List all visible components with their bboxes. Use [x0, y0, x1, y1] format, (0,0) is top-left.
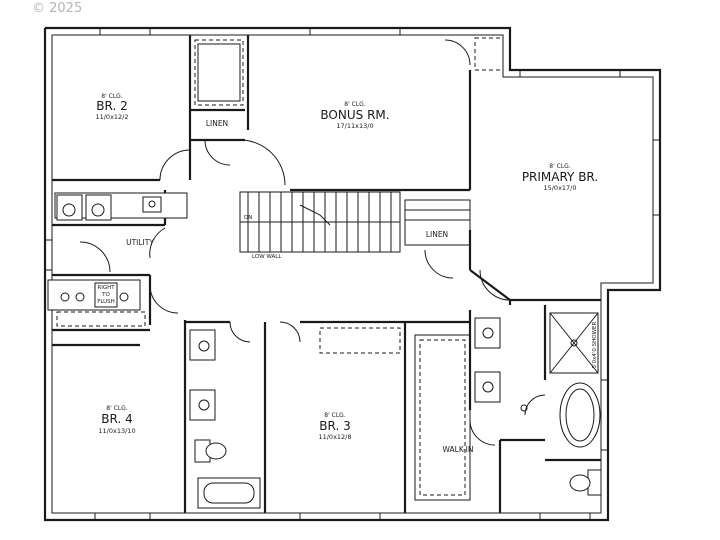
primary-ceiling: 8' CLG.	[549, 163, 571, 170]
low-wall-label: LOW WALL	[252, 254, 282, 260]
staircase	[239, 191, 401, 253]
br4-name: BR. 4	[101, 412, 132, 426]
br3-name: BR. 3	[319, 419, 350, 433]
primary-dims: 15/0x17/0	[543, 184, 576, 192]
mech-line1: RIGHT	[97, 285, 115, 291]
room-bonus: 8' CLG. BONUS RM. 17/11x13/0	[320, 101, 389, 130]
interior-walls	[52, 35, 601, 513]
br4-ceiling: 8' CLG.	[106, 405, 128, 412]
room-br3: 8' CLG. BR. 3 11/0x12/8	[318, 412, 351, 441]
fixtures	[45, 28, 660, 520]
br3-dims: 11/0x12/8	[318, 433, 351, 441]
br4-dims: 11/0x13/10	[98, 427, 135, 435]
room-br4: 8' CLG. BR. 4 11/0x13/10	[98, 405, 135, 435]
stair-dn-label: DN	[244, 215, 252, 221]
door-swings	[79, 39, 546, 446]
shower-label: 5'0x4'0 SHOWER	[592, 321, 598, 368]
room-primary: 8' CLG. PRIMARY BR. 15/0x17/0	[522, 163, 598, 192]
primary-name: PRIMARY BR.	[522, 170, 598, 184]
closets	[56, 37, 504, 501]
bonus-ceiling: 8' CLG.	[344, 101, 366, 108]
mech-label: RIGHT TO FLUSH	[97, 285, 115, 305]
copyright-watermark: © 2025	[32, 1, 83, 16]
bonus-name: BONUS RM.	[320, 108, 389, 122]
walkin-label: WALK-IN	[443, 445, 474, 454]
mech-line2: TO	[101, 292, 110, 298]
mech-line3: FLUSH	[97, 299, 115, 305]
utility-label: UTILITY	[126, 238, 154, 247]
br2-name: BR. 2	[96, 99, 127, 113]
br2-dims: 11/0x12/2	[95, 113, 128, 121]
linen-top-label: LINEN	[206, 119, 228, 128]
br3-ceiling: 8' CLG.	[324, 412, 346, 419]
linen-mid-label: LINEN	[426, 230, 448, 239]
br2-ceiling: 8' CLG.	[101, 93, 123, 100]
room-br2: 8' CLG. BR. 2 11/0x12/2	[95, 93, 128, 121]
bonus-dims: 17/11x13/0	[336, 122, 373, 130]
